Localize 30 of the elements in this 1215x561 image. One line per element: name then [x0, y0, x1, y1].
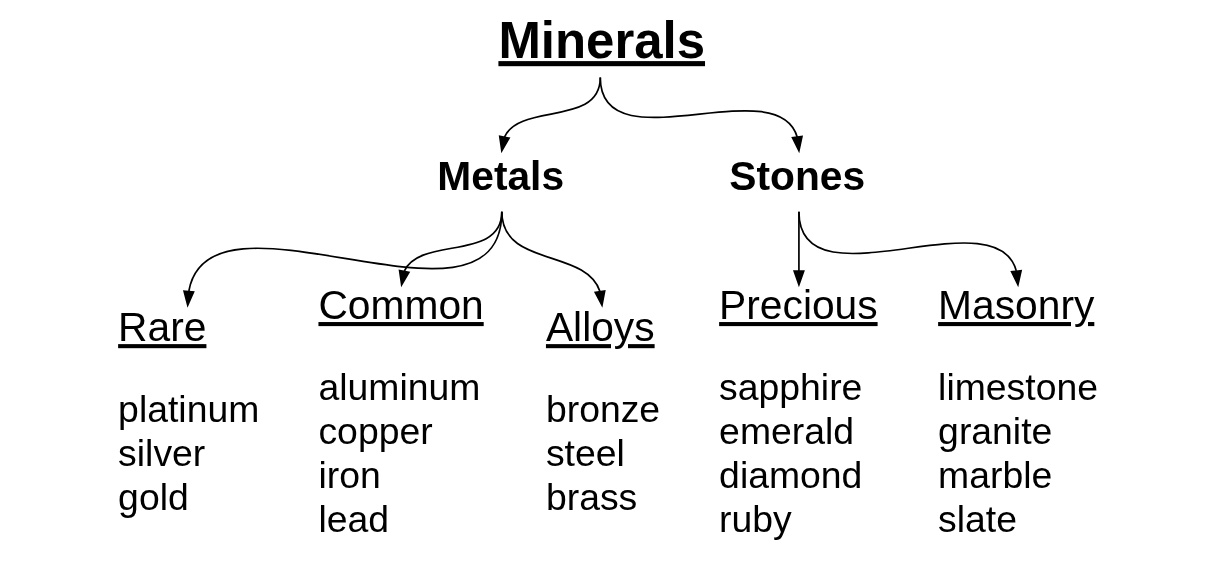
node-label: granite	[938, 409, 1053, 452]
arrow	[500, 210, 606, 308]
node-text: Alloys	[545, 304, 655, 351]
node-label: copper	[318, 409, 433, 452]
node-label: sapphire	[719, 365, 863, 408]
node-label: emerald	[719, 409, 855, 452]
node-label: platinum	[118, 387, 260, 430]
node-label: limestone	[938, 365, 1098, 408]
node-label: steel	[545, 431, 625, 474]
node-label: gold	[118, 475, 189, 518]
node-label: brass	[545, 475, 638, 518]
node-text: Rare	[118, 304, 207, 351]
node-label: bronze	[545, 387, 661, 430]
arrow	[798, 210, 1023, 288]
node-label: lead	[318, 497, 390, 540]
node-label: slate	[938, 497, 1018, 540]
node-label: marble	[938, 453, 1053, 496]
node-text: Precious	[719, 282, 878, 329]
node-label: ruby	[719, 497, 792, 540]
node-label: aluminum	[318, 365, 481, 408]
node-label: diamond	[719, 453, 863, 496]
node-text: Masonry	[938, 282, 1095, 329]
node-label: silver	[118, 431, 206, 474]
arrow	[498, 76, 602, 154]
node-text: Common	[318, 282, 484, 329]
node-text: Minerals	[498, 12, 706, 70]
arrow	[599, 76, 804, 154]
node-text: Metals	[437, 153, 565, 200]
node-label: iron	[318, 453, 381, 496]
node-text: Stones	[729, 153, 866, 200]
